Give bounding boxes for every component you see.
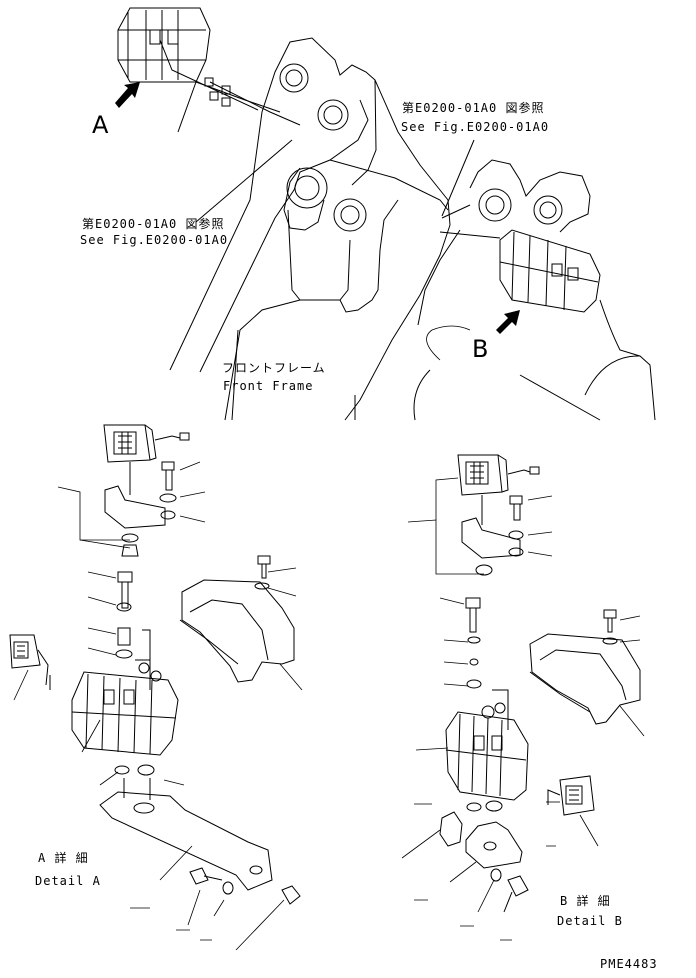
washer-b-6 — [466, 802, 482, 812]
washer-b-1 — [508, 530, 524, 540]
drawing-code: PME4483 — [600, 957, 658, 971]
rubber-mount-b-2 — [439, 811, 463, 847]
washer-a-3 — [116, 602, 132, 612]
detail-a-en: Detail A — [35, 874, 101, 888]
nut-a-1 — [121, 533, 139, 543]
bolt-a-3 — [257, 555, 271, 579]
detail-a-jp: A 詳 細 — [38, 850, 89, 865]
side-lamp-a — [9, 634, 51, 690]
ref-top-jp: 第E0200-01A0 図参照 — [402, 100, 544, 115]
washer-b-7 — [490, 868, 502, 882]
front-frame — [159, 37, 656, 421]
detail-b-assembly: B 詳 細 Detail B — [401, 454, 645, 941]
rubber-mount-a — [137, 764, 155, 776]
frame-label-en: Front Frame — [223, 379, 313, 393]
washer-a-6 — [114, 765, 130, 775]
detail-b-en: Detail B — [557, 914, 623, 928]
spacer-a — [117, 627, 131, 646]
washer-b-2 — [508, 547, 524, 557]
ref-top-leader — [441, 139, 475, 217]
bolt-b-1 — [509, 495, 523, 521]
washer-a-2 — [160, 510, 176, 520]
washer-a-4 — [115, 649, 133, 659]
cover-a — [179, 579, 295, 683]
detail-a-assembly: A 詳 細 Detail A — [9, 424, 303, 951]
bolt-a-1 — [161, 461, 175, 491]
nut-a-2 — [121, 544, 139, 557]
view-a-marker: A — [92, 111, 109, 139]
detail-b-jp: B 詳 細 — [560, 893, 611, 908]
nut-b-1 — [475, 564, 493, 576]
rubber-mount-b — [485, 800, 503, 812]
washer-b-5 — [602, 637, 618, 645]
bolt-b-3 — [603, 609, 617, 633]
lamp-guard-b — [445, 689, 529, 801]
guard-a-leader — [177, 81, 197, 133]
nut-a-3 — [281, 885, 301, 905]
base-plate-a — [99, 791, 273, 891]
lamp-bracket-a — [104, 485, 166, 529]
ref-left-en: See Fig.E0200-01A0 — [80, 233, 228, 247]
detail-a-leaders — [13, 461, 303, 951]
bolt-b-2 — [465, 597, 481, 633]
work-lamp-b — [457, 454, 540, 525]
lamp-guard-a-overview — [117, 7, 281, 113]
bolt-b-4 — [503, 875, 529, 913]
arrow-view-b — [496, 310, 520, 334]
ref-top-en: See Fig.E0200-01A0 — [401, 120, 549, 134]
washer-a-1 — [159, 493, 177, 503]
overview-assembly: A B 第E0200-01A0 図参照 See Fig.E0200-01A0 第… — [80, 7, 656, 421]
ref-left-leader — [195, 139, 293, 223]
washer-a-5 — [254, 582, 270, 590]
washer-b-4 — [466, 679, 482, 689]
cover-b — [529, 633, 641, 725]
spring-washer-b — [469, 658, 479, 666]
side-lamp-b — [547, 775, 595, 816]
bolt-a-2 — [117, 571, 133, 609]
washer-a-7 — [222, 881, 234, 895]
lamp-bracket-b — [461, 517, 521, 559]
detail-b-leaders — [401, 477, 645, 941]
base-plate-b — [465, 821, 523, 869]
arrow-view-a — [115, 82, 140, 108]
washer-b-3 — [467, 636, 481, 644]
frame-label-jp: フロントフレーム — [222, 361, 326, 375]
bolt-a-4 — [189, 867, 223, 885]
work-lamp-a — [103, 424, 190, 495]
lamp-guard-a — [71, 629, 179, 756]
ref-left-jp: 第E0200-01A0 図参照 — [82, 216, 224, 231]
view-b-marker: B — [472, 335, 488, 363]
lamp-guard-b-overview — [499, 229, 601, 313]
